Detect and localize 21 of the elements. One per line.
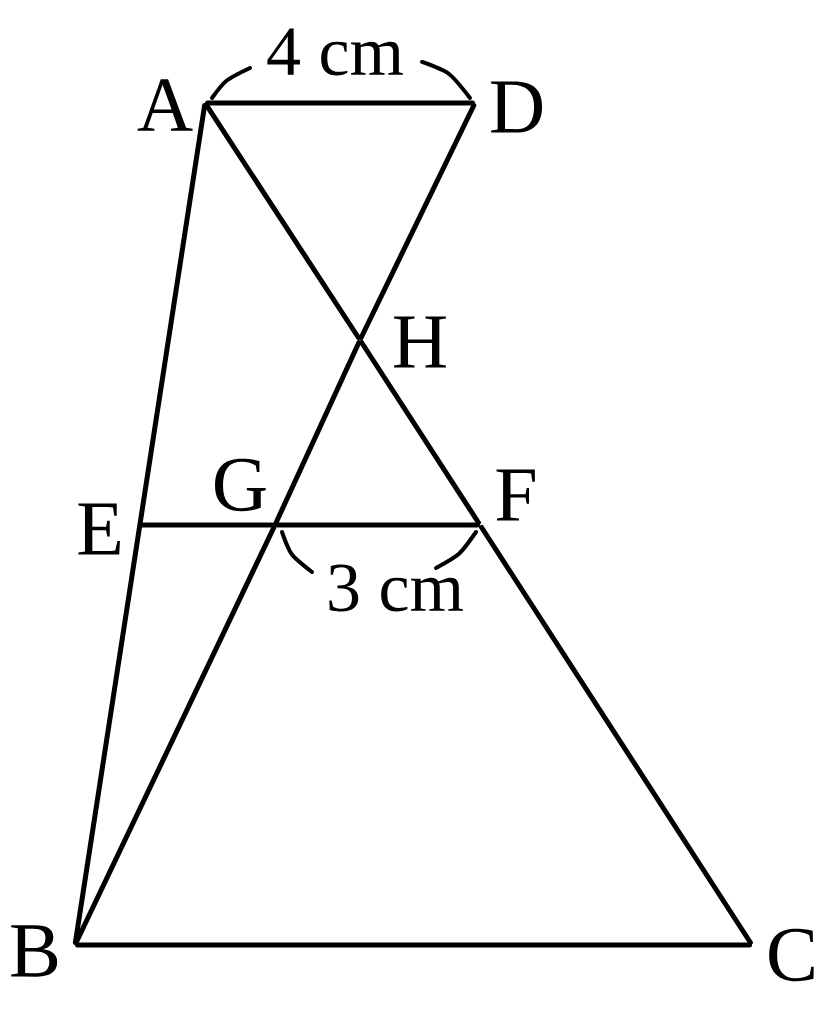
dimension-label: 3 cm bbox=[329, 564, 463, 612]
line-segment bbox=[273, 340, 362, 525]
line-segment bbox=[205, 100, 475, 106]
line-segment bbox=[140, 522, 275, 528]
point-label: H bbox=[394, 316, 446, 368]
point-label: A bbox=[137, 79, 193, 131]
point-label: E bbox=[78, 503, 120, 555]
line-segment bbox=[479, 525, 753, 945]
point-label: B bbox=[11, 925, 58, 977]
point-label: G bbox=[215, 458, 266, 512]
dimension-label: 4 cm bbox=[267, 28, 403, 76]
line-segment bbox=[72, 103, 208, 945]
point-label: C bbox=[769, 928, 814, 982]
line-segment bbox=[75, 942, 752, 948]
point-label: D bbox=[491, 81, 543, 133]
line-segment bbox=[204, 103, 361, 340]
line-segment bbox=[275, 522, 480, 528]
line-segment bbox=[73, 525, 277, 945]
point-label: F bbox=[496, 469, 535, 521]
line-segment bbox=[359, 340, 481, 525]
line-segment bbox=[358, 103, 477, 340]
